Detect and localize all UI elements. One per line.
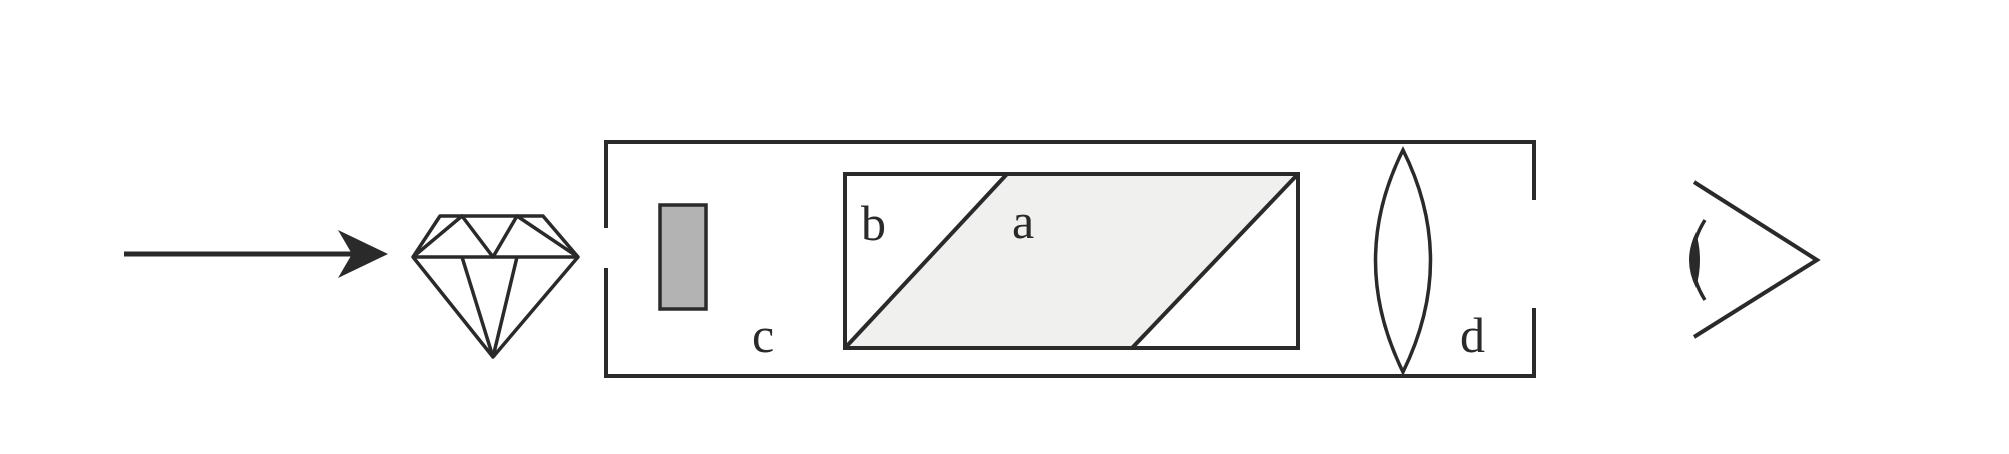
housing-body [604,140,1536,228]
gem-pavilion-right [491,256,519,358]
label-a: a [1012,193,1034,249]
eye-icon [1689,180,1821,339]
prism-assembly [843,172,1300,350]
eye-lids [1692,180,1821,339]
prism-frame [843,172,1300,350]
prism-interface-left [843,172,1009,350]
label-b: b [861,195,886,251]
prism-interface-right [1130,172,1300,350]
label-c: c [752,307,774,363]
housing-body-lower [604,268,1536,378]
label-d: d [1460,307,1485,363]
arrow-icon [124,230,388,278]
gemstone-icon [411,214,580,359]
eye-pupil [1689,232,1700,288]
filter-block [658,203,708,311]
prism-a [845,174,1298,348]
instrument-housing [604,140,1536,378]
gem-pavilion-left [460,256,495,358]
convex-lens [1373,146,1433,376]
gem-crown-facets [411,214,579,259]
gem-outline [411,214,580,359]
arrow-head [338,230,388,278]
